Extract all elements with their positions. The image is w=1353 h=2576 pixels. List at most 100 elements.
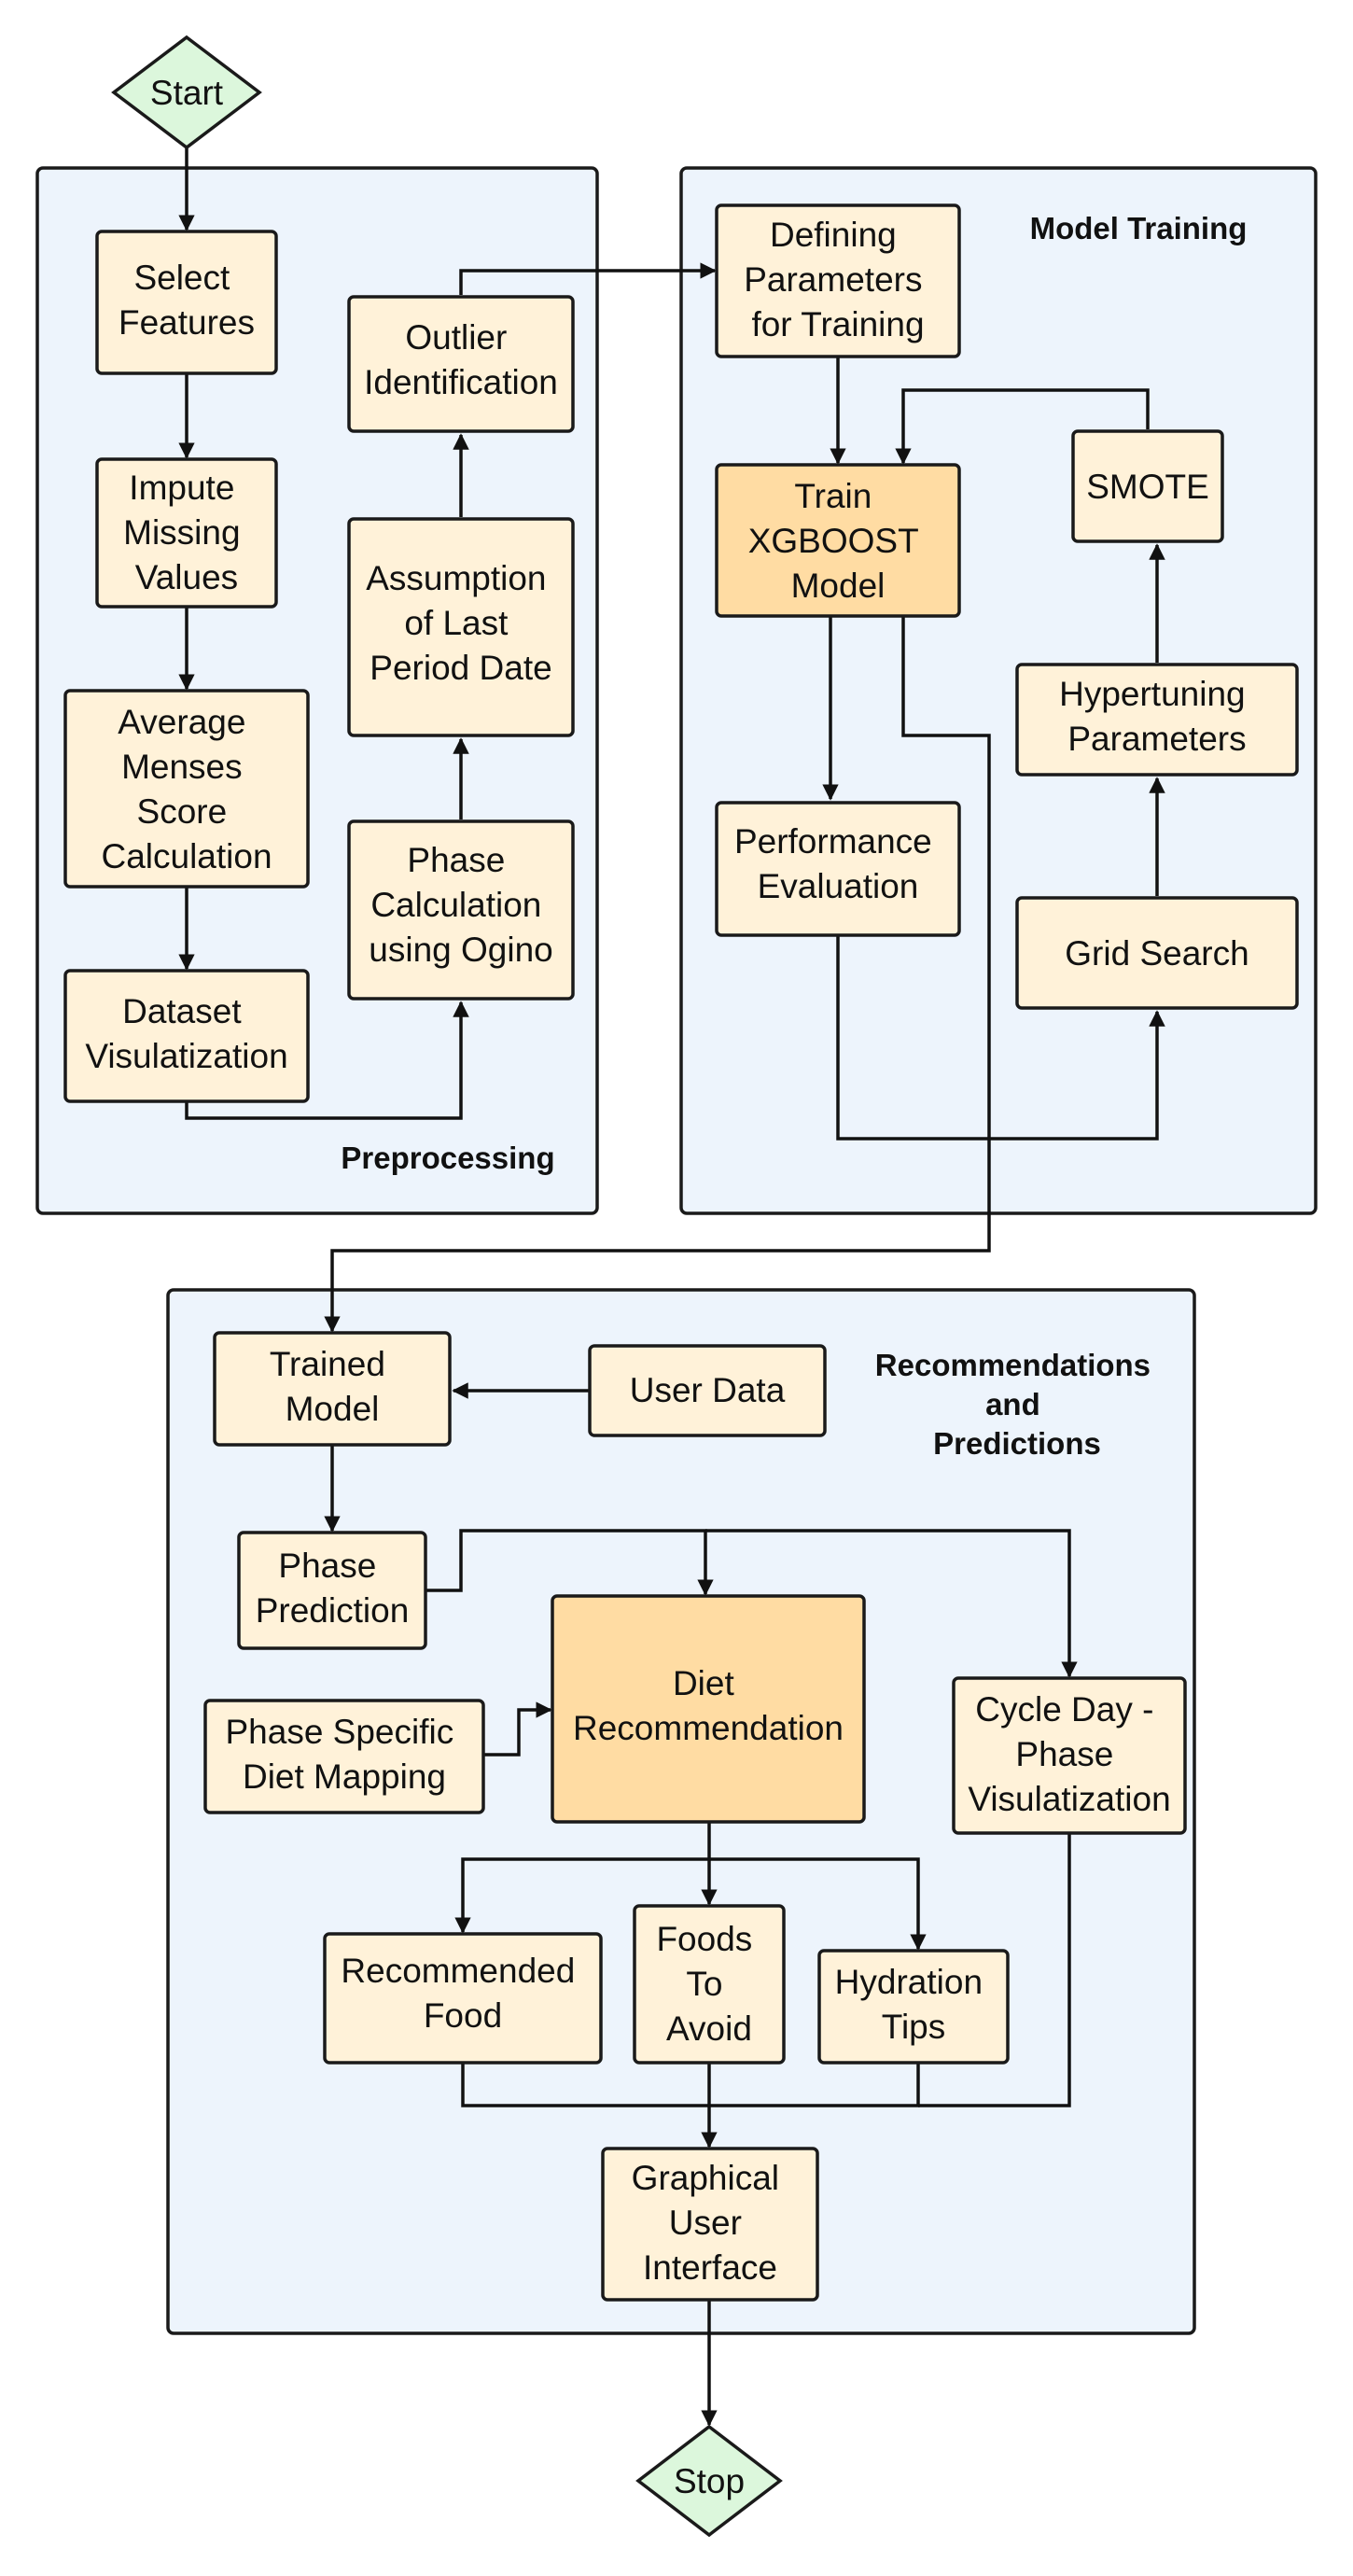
- node-text: SMOTE: [1086, 468, 1209, 506]
- outlier-identification-node: Outlier Identification: [347, 295, 575, 433]
- impute-missing-values-node: Impute Missing Values: [95, 457, 278, 609]
- recommendations-group-label: Recommendations and Predictions: [875, 1348, 1159, 1461]
- node-text-line: Calculation: [101, 837, 272, 875]
- node-text-line: Train: [794, 477, 872, 515]
- node-text-line: Phase: [278, 1547, 376, 1585]
- node-text-line: Grid Search: [1065, 934, 1248, 973]
- train-xgboost-node: Train XGBOOST Model: [715, 463, 961, 618]
- node-text-line: Prediction: [256, 1591, 410, 1630]
- node-text-line: Recommended: [341, 1952, 575, 1990]
- node-text-line: Graphical: [632, 2159, 779, 2197]
- node-text-line: Features: [119, 303, 255, 342]
- node-text-line: Impute: [129, 469, 234, 507]
- node-text: Phase Specific Diet Mapping: [225, 1713, 463, 1796]
- node-text-line: Visulatization: [968, 1780, 1170, 1818]
- foods-to-avoid-node: Foods To Avoid: [633, 1904, 786, 2065]
- recommendations-label-line: Recommendations: [875, 1348, 1151, 1382]
- node-text-line: Average: [118, 703, 245, 741]
- node-text-line: Score: [137, 792, 228, 831]
- node-text-line: Calculation: [370, 886, 541, 924]
- start-node: Start: [111, 35, 262, 150]
- edge-outlier-defining: [459, 262, 717, 295]
- node-text-line: Stop: [674, 2462, 745, 2500]
- node-text-line: Model: [286, 1390, 380, 1428]
- recommended-food-node: Recommended Food: [323, 1932, 603, 2065]
- node-text-line: Assumption: [366, 559, 546, 597]
- node-text: Defining Parameters for Training: [744, 216, 932, 343]
- node-text: Diet Recommendation: [573, 1664, 844, 1747]
- grid-search-node: Grid Search: [1015, 896, 1299, 1010]
- recommendations-label-line: Predictions: [933, 1426, 1101, 1461]
- node-text-line: of Last: [404, 604, 509, 642]
- node-text-line: Model: [791, 567, 886, 605]
- recommendations-label-line: and: [985, 1387, 1040, 1421]
- node-text: Recommended Food: [341, 1952, 584, 2035]
- edge-rec-food-gui: [461, 2063, 709, 2107]
- node-text-line: Performance: [734, 822, 932, 861]
- node-text: Graphical User Interface: [632, 2159, 789, 2287]
- node-text: Performance Evaluation: [734, 822, 942, 905]
- assumption-last-period-node: Assumption of Last Period Date: [347, 517, 575, 737]
- diet-recommendation-node: Diet Recommendation: [551, 1594, 866, 1824]
- node-text-line: Start: [150, 74, 224, 112]
- node-text-line: Diet: [673, 1664, 735, 1702]
- node-text-line: Defining: [770, 216, 897, 254]
- node-text: Stop: [674, 2462, 745, 2500]
- average-menses-node: Average Menses Score Calculation: [63, 689, 310, 889]
- model-training-group-label: Model Training: [1030, 211, 1248, 245]
- hydration-tips-node: Hydration Tips: [817, 1949, 1010, 2065]
- defining-parameters-node: Defining Parameters for Training: [715, 203, 961, 358]
- node-text: User Data: [630, 1371, 786, 1409]
- edge-diet-rec-food: [454, 1822, 711, 1934]
- user-data-node: User Data: [588, 1344, 827, 1437]
- node-text: Cycle Day - Phase Visulatization: [968, 1690, 1170, 1818]
- phase-prediction-node: Phase Prediction: [237, 1531, 427, 1650]
- edge-diet-hydration: [709, 1857, 927, 1951]
- node-text-line: Tips: [882, 2008, 946, 2046]
- node-text-line: Diet Mapping: [243, 1757, 446, 1796]
- node-text-line: Food: [424, 1996, 502, 2035]
- node-text: Grid Search: [1065, 934, 1248, 973]
- node-text-line: Parameters: [744, 260, 922, 299]
- node-text: Start: [150, 74, 224, 112]
- node-text-line: for Training: [751, 305, 924, 343]
- node-text: Trained Model: [270, 1345, 395, 1428]
- node-text: Phase Prediction: [256, 1547, 410, 1630]
- stop-node: Stop: [635, 2424, 783, 2538]
- node-text-line: Recommendation: [573, 1709, 844, 1747]
- node-text-line: SMOTE: [1086, 468, 1209, 506]
- node-text: Dataset Visulatization: [85, 992, 287, 1075]
- node-text-line: Values: [135, 558, 238, 596]
- node-text-line: Phase: [407, 841, 505, 879]
- node-text-line: User: [669, 2204, 742, 2242]
- edge-cycle-gui: [918, 1833, 1071, 2107]
- edge-mapping-diet: [483, 1701, 552, 1757]
- edge-train-trained-model: [324, 616, 991, 1333]
- node-text-line: Phase: [1015, 1735, 1113, 1773]
- edge-phase-pred-cycle: [705, 1529, 1078, 1678]
- node-text: Outlier Identification: [364, 318, 558, 401]
- node-text: Hydration Tips: [835, 1963, 993, 2046]
- hypertuning-parameters-node: Hypertuning Parameters: [1015, 663, 1299, 777]
- node-text: Select Features: [119, 259, 255, 342]
- node-text-line: Hypertuning: [1059, 675, 1246, 713]
- node-text-line: Menses: [121, 748, 243, 786]
- node-text: Phase Calculation using Ogino: [369, 841, 552, 969]
- node-text-line: Evaluation: [758, 867, 919, 905]
- node-text-line: User Data: [630, 1371, 786, 1409]
- node-text-line: Visulatization: [85, 1037, 287, 1075]
- preprocessing-group-label: Preprocessing: [341, 1141, 554, 1175]
- node-text: Train XGBOOST Model: [748, 477, 928, 605]
- smote-node: SMOTE: [1071, 429, 1224, 543]
- edge-dataset-phase-calc: [185, 1001, 469, 1120]
- node-text-line: Cycle Day -: [975, 1690, 1153, 1729]
- edge-smote-train: [895, 388, 1150, 465]
- performance-evaluation-node: Performance Evaluation: [715, 801, 961, 937]
- node-text-line: Phase Specific: [225, 1713, 453, 1751]
- select-features-node: Select Features: [95, 230, 278, 375]
- node-text-line: Missing: [123, 513, 240, 552]
- node-text-line: using Ogino: [369, 931, 552, 969]
- node-text-line: Identification: [364, 363, 558, 401]
- node-text-line: Hydration: [835, 1963, 983, 2001]
